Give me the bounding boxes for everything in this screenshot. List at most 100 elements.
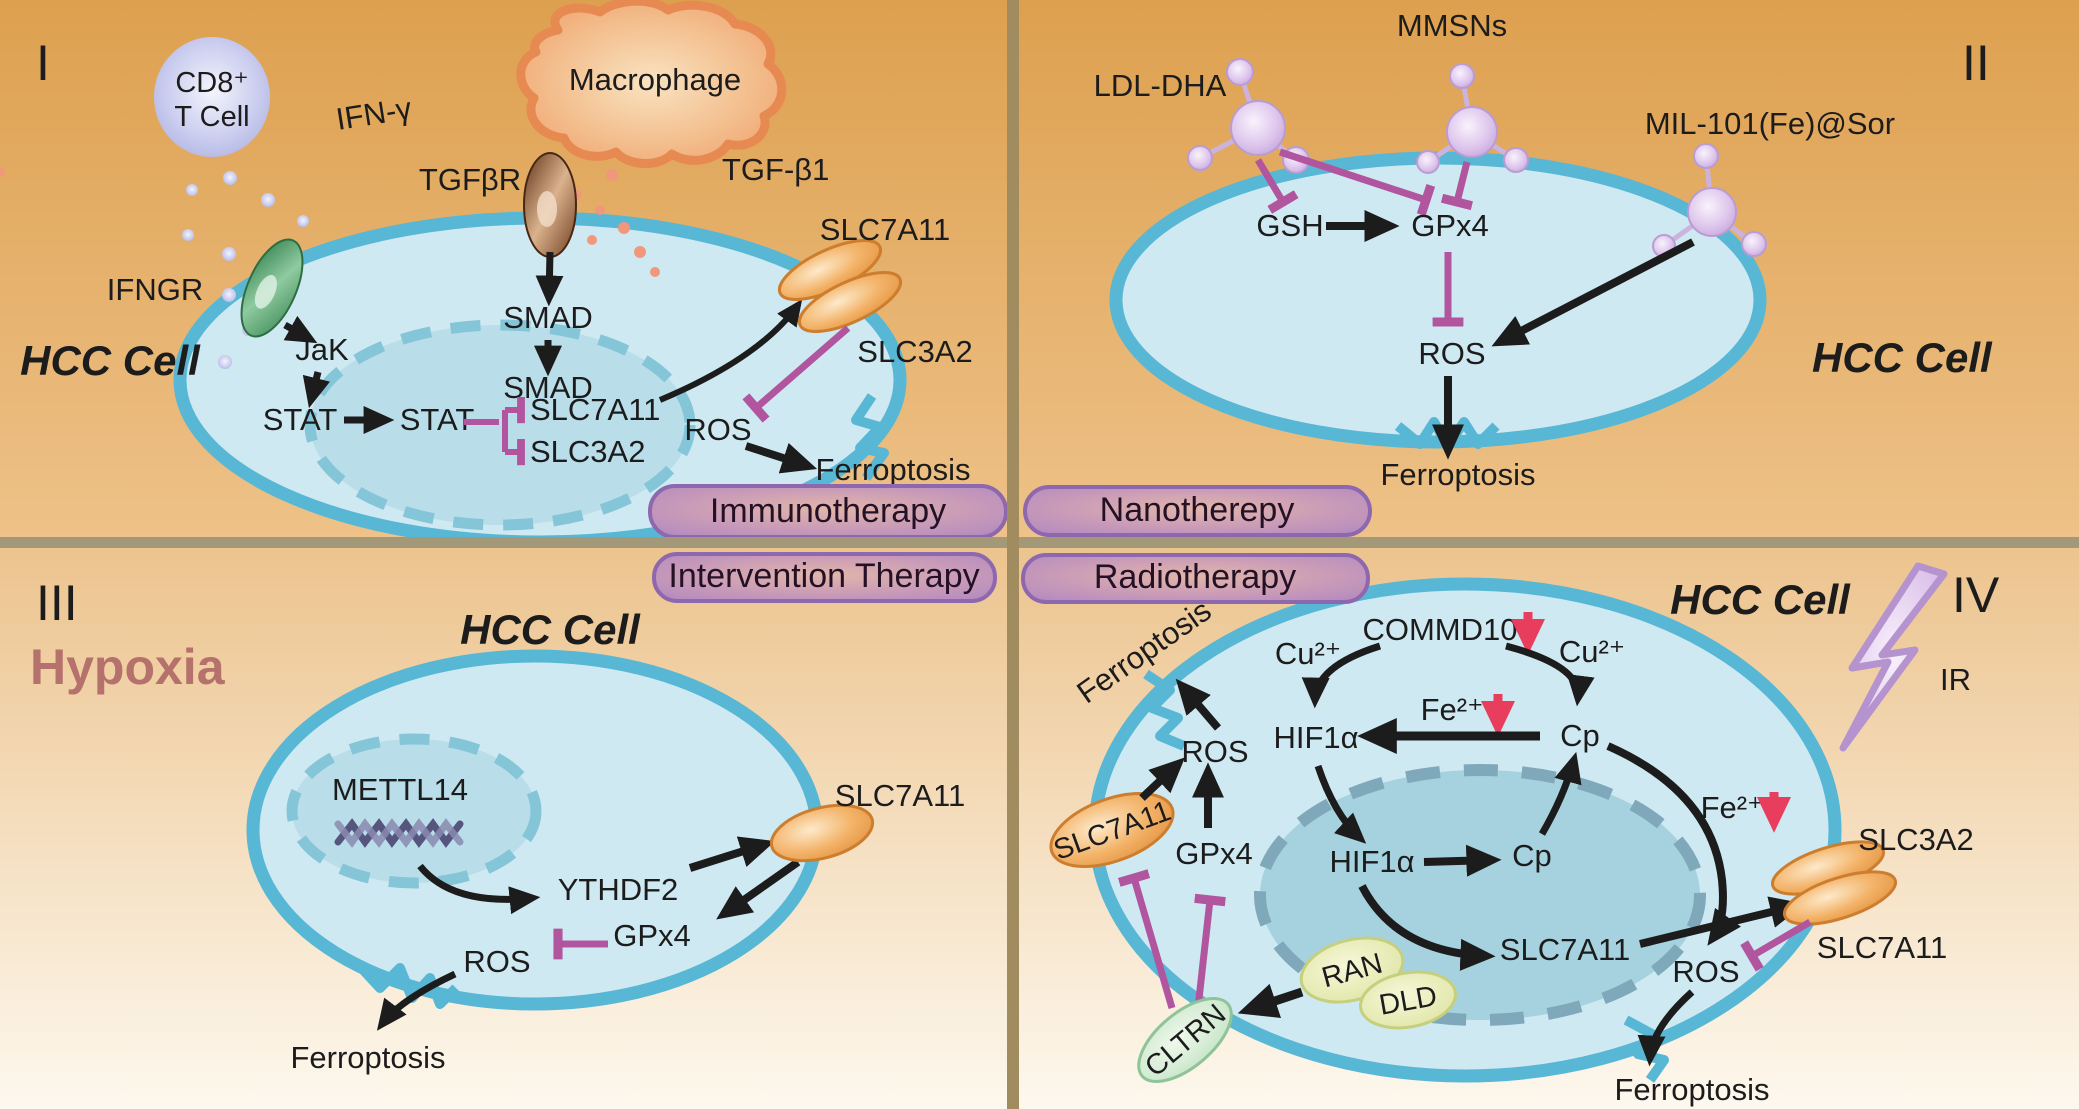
slc7a11-transporter-icon — [769, 803, 875, 863]
panel-numeral: IV — [1952, 567, 2000, 623]
hypoxia-label: Hypoxia — [30, 639, 226, 695]
immunotherapy-badge-label: Immunotherapy — [710, 492, 946, 530]
arrow-hif1a-slc7a11 — [1358, 884, 1496, 971]
slc3a2-membrane-label: SLC3A2 — [1858, 822, 1973, 857]
panel-numeral: I — [36, 35, 50, 91]
macrophage-blob — [516, 0, 787, 169]
slc3a2-slc7a11-transporter-icon — [1770, 840, 1898, 926]
cp-nuc-label: Cp — [1512, 838, 1552, 873]
cu-right-label: Cu²⁺ — [1559, 634, 1625, 669]
ifn-gamma-particles-icon — [182, 171, 309, 369]
slc7a11-slc3a2-transporter-icon — [777, 239, 903, 333]
arrow-mil101-ros — [1491, 238, 1695, 347]
intervention-therapy-badge-label: Intervention Therapy — [668, 557, 979, 595]
ferroptosis-label: Ferroptosis — [815, 452, 970, 487]
nanotherapy-badge-label: Nanotherepy — [1100, 491, 1295, 529]
gpx4-label: GPx4 — [613, 918, 691, 953]
gpx4-label: GPx4 — [1175, 836, 1253, 871]
dld-organelle-icon: DLD — [1358, 970, 1458, 1030]
fe-right-label: Fe²⁺ — [1701, 790, 1764, 825]
cd8-label-line1: CD8⁺ — [175, 67, 248, 99]
ferroptosis-right-label: Ferroptosis — [1614, 1072, 1769, 1107]
hcc-cell-label: HCC Cell — [20, 337, 201, 384]
arrow-commd10-hif1a — [1301, 642, 1382, 709]
arrow-mettl14-ythdf2 — [417, 863, 541, 915]
fe-mid-label: Fe²⁺ — [1421, 692, 1484, 727]
rna-helix-icon — [334, 818, 464, 848]
tgfb1-label: TGF-β1 — [722, 152, 829, 187]
ros-top-label: ROS — [1181, 734, 1248, 769]
arrow-ythdf2-slc7a11 — [688, 836, 776, 872]
intervention-therapy-badge — [652, 552, 997, 603]
jak-label: JaK — [295, 332, 349, 367]
ifngr-label: IFNGR — [107, 272, 203, 307]
hcc-cell-body — [1109, 151, 1767, 449]
arrow-slc7a11-gpx4 — [716, 858, 801, 920]
arrow-commd10-cp — [1505, 642, 1595, 707]
arrow-ros-ferroptosis-right — [1637, 989, 1695, 1067]
ir-label: IR — [1940, 662, 1971, 697]
arrow-genes-transporter — [658, 299, 803, 403]
nanotherapy-badge — [1023, 485, 1372, 537]
nanoparticle-inhibition-lines — [1254, 148, 1474, 217]
ythdf2-label: YTHDF2 — [558, 872, 679, 907]
panel-2-nanotherapy: LDL-DHA MMSNs MIL-101(Fe)@Sor GSH GPx4 R… — [1094, 8, 1993, 492]
mmsns-nanoparticle-icon — [1416, 63, 1529, 174]
hif1a-nuc-label: HIF1α — [1329, 844, 1414, 879]
nucleus — [286, 733, 542, 889]
commd10-label: COMMD10 — [1362, 612, 1517, 647]
slc7a11-nuc-label: SLC7A11 — [1500, 932, 1630, 967]
mil101-label: MIL-101(Fe)@Sor — [1645, 106, 1895, 141]
cd8-label-line2: T Cell — [174, 101, 249, 133]
ros-label: ROS — [463, 944, 530, 979]
tgf-b1-particles-icon — [0, 167, 660, 277]
arrow-vesicle-ros — [1139, 757, 1185, 801]
gene-slc3a2-label: SLC3A2 — [530, 434, 645, 469]
hcc-cell-label: HCC Cell — [460, 606, 641, 653]
ferroptosis-label: Ferroptosis — [1380, 457, 1535, 492]
membrane-break — [851, 393, 889, 481]
hif1a-cyto-label: HIF1α — [1273, 720, 1358, 755]
panel-numeral: II — [1962, 35, 1990, 91]
tgfbr-receptor-icon — [523, 152, 577, 258]
slc7a11-label: SLC7A11 — [835, 778, 965, 813]
arrow-ros-ferroptosis — [376, 970, 457, 1031]
radiotherapy-badge — [1021, 553, 1370, 604]
smad-outer-label: SMAD — [503, 300, 593, 335]
stat-nuclear-label: STAT — [400, 402, 475, 437]
arrow-hif1a-cp-nuclear — [1423, 844, 1502, 877]
nucleus — [304, 319, 696, 531]
gene-slc7a11-label: SLC7A11 — [530, 392, 660, 427]
arrow-cp-fe-ros — [1606, 742, 1741, 946]
tgfbr-label: TGFβR — [419, 162, 521, 197]
ldl-dha-label: LDL-DHA — [1094, 68, 1227, 103]
panel-4-radiotherapy: Ferroptosis ROS COMMD10 Cu²⁺ Cu²⁺ Fe²⁺ H… — [1049, 562, 2000, 1107]
arrow-ros-ferroptosis-top — [1175, 678, 1222, 731]
hcc-cell-label: HCC Cell — [1812, 334, 1993, 381]
inhibition-transporter-ros — [1740, 918, 1812, 972]
ros-right-label: ROS — [1672, 954, 1739, 989]
gsh-label: GSH — [1256, 208, 1323, 243]
arrow-tgfbr-smad — [535, 251, 564, 307]
macrophage-label: Macrophage — [569, 62, 741, 97]
hcc-cell-label: HCC Cell — [1670, 576, 1851, 623]
membrane-break-top — [1143, 669, 1186, 751]
arrow-ros-ferroptosis — [744, 442, 818, 474]
ferroptosis-label: Ferroptosis — [290, 1040, 445, 1075]
stat-cyto-label: STAT — [263, 402, 338, 437]
cd8-t-cell — [154, 37, 270, 157]
ifngr-receptor-icon — [240, 238, 304, 338]
panel-numeral: III — [36, 575, 78, 631]
cu-left-label: Cu²⁺ — [1275, 636, 1341, 671]
horizontal-divider — [0, 537, 2079, 548]
mmsns-label: MMSNs — [1397, 8, 1507, 43]
ldl-dha-nanoparticle-icon — [1187, 58, 1310, 174]
cp-cyto-label: Cp — [1560, 718, 1600, 753]
mettl14-label: METTL14 — [332, 772, 468, 807]
inhibition-cltrn-slc7a11 — [1117, 869, 1176, 1009]
panel-3-intervention: METTL14 YTHDF2 SLC7A11 GPx4 ROS Ferropto… — [30, 575, 965, 1075]
gpx4-label: GPx4 — [1411, 208, 1489, 243]
radiation-bolt-icon — [1839, 562, 1948, 752]
